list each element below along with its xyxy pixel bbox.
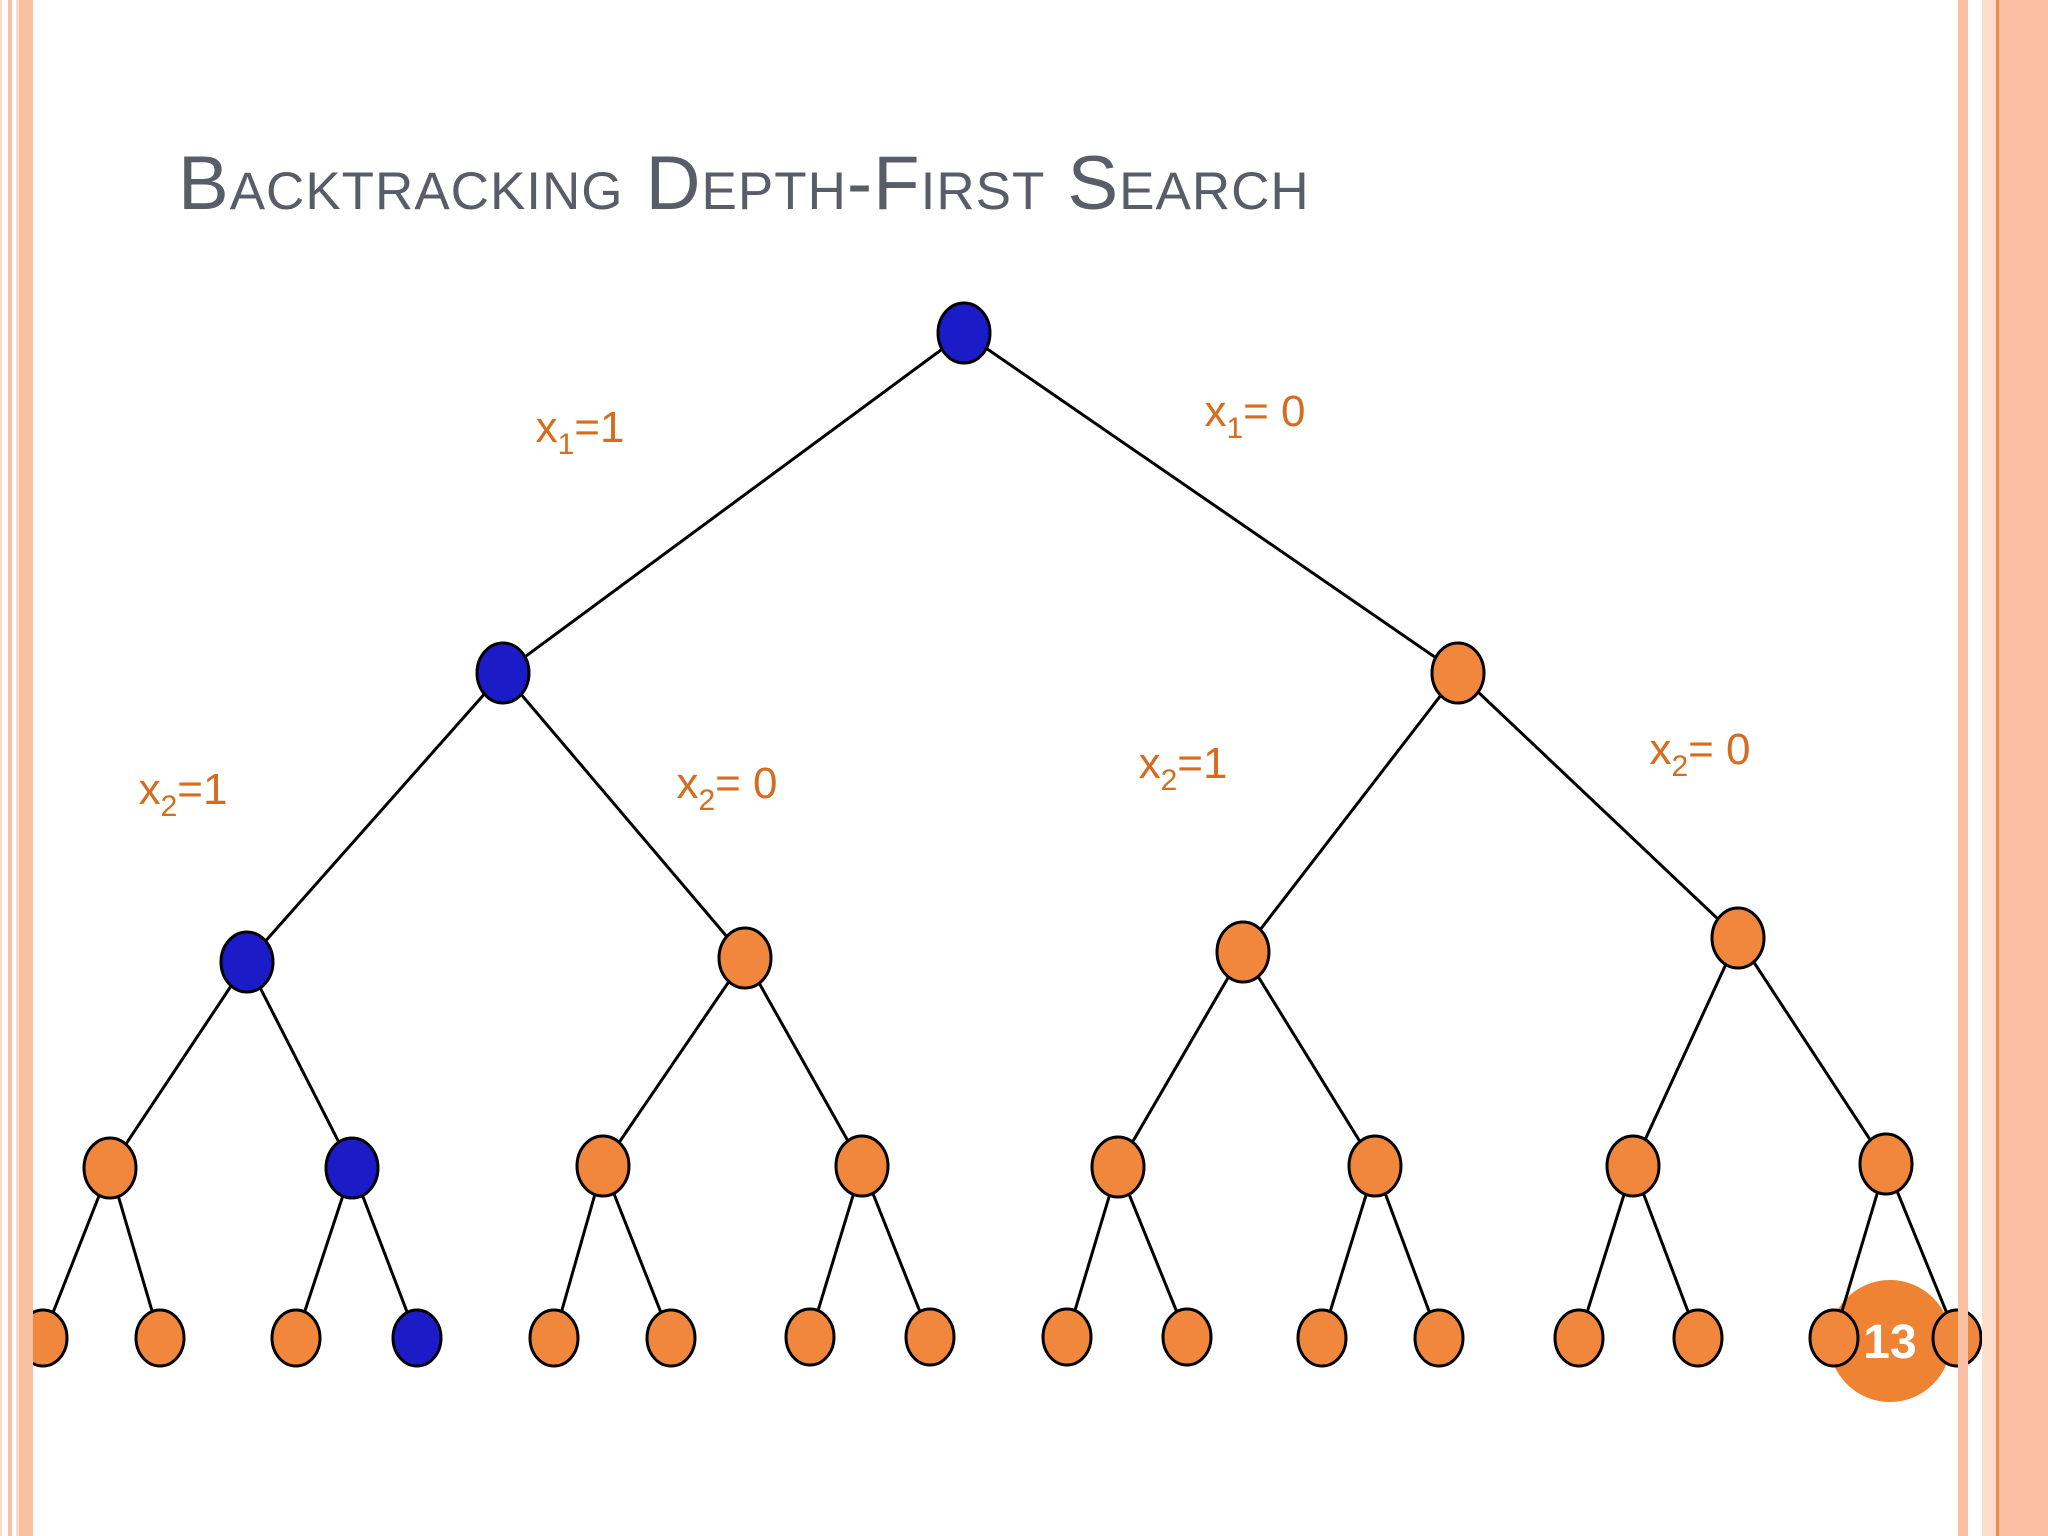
tree-node-a0-blue [475,641,531,705]
page-number: 13 [1863,1316,1916,1369]
tree-node-d3-blue [391,1308,443,1368]
tree-node-c0-orange [82,1136,138,1200]
right-border-stripe [1996,0,1999,1536]
tree-node-d1-orange [134,1308,186,1368]
left-border-stripe [0,0,2,1536]
edge-label-0: x1=1 [536,403,625,461]
tree-edge [501,672,747,959]
tree-node-d6-orange [784,1307,836,1367]
tree-edge [245,961,354,1169]
tree-edge [1736,937,1888,1165]
tree-node-d2-orange [270,1308,322,1368]
tree-node-d10-orange [1296,1308,1348,1368]
tree-node-d14-orange [1808,1308,1860,1368]
tree-node-d13-orange [1672,1308,1724,1368]
tree-node-c5-orange [1347,1134,1403,1198]
tree-edge [1884,1163,1959,1339]
tree-node-c2-orange [575,1134,631,1198]
right-border-stripe [1999,0,2048,1536]
tree-node-c1-blue [324,1136,380,1200]
tree-node-d12-orange [1553,1308,1605,1368]
tree-node-c3-orange [834,1134,890,1198]
tree-node-d9-orange [1161,1307,1213,1367]
tree-edge [1116,951,1245,1168]
left-border-stripe [19,0,33,1536]
tree-node-b2-orange [1215,920,1271,984]
tree-node-c7-orange [1858,1132,1914,1196]
tree-edge [245,672,505,963]
tree-node-d7-orange [904,1307,956,1367]
tree-node-d5-orange [645,1308,697,1368]
tree-edge [108,961,249,1169]
tree-node-b0-blue [219,930,275,994]
tree-node-b3-orange [1710,906,1766,970]
tree-node-c6-orange [1605,1134,1661,1198]
tree-edge [1456,671,1740,940]
tree-edge [502,331,965,675]
tree-node-b1-orange [717,926,773,990]
edge-label-4: x2=1 [1139,739,1228,797]
page-number-badge [1829,1280,1951,1402]
tree-edge [601,957,747,1167]
left-border-stripe [8,0,12,1536]
edge-label-2: x2=1 [139,765,228,823]
tree-node-d8-orange [1041,1307,1093,1367]
tree-edge [1241,672,1460,953]
tree-node-c4-orange [1090,1135,1146,1199]
tree-node-d15-orange [1931,1308,1983,1368]
tree-edge [743,957,864,1167]
page-title: Backtracking Depth-First Search [178,141,1310,226]
edge-label-3: x2= 0 [676,759,777,817]
tree-edge [1631,937,1740,1167]
right-border-stripe [1958,0,1968,1536]
tree-node-a1-orange [1430,641,1486,705]
tree-edge [963,331,1459,675]
tree-node-d4-orange [528,1308,580,1368]
edge-label-5: x2= 0 [1649,725,1750,783]
tree-edge [1241,951,1377,1167]
tree-node-r-blue [936,301,992,365]
left-border-stripe [16,0,19,1536]
tree-node-d11-orange [1413,1308,1465,1368]
edge-label-1: x1= 0 [1204,387,1305,445]
